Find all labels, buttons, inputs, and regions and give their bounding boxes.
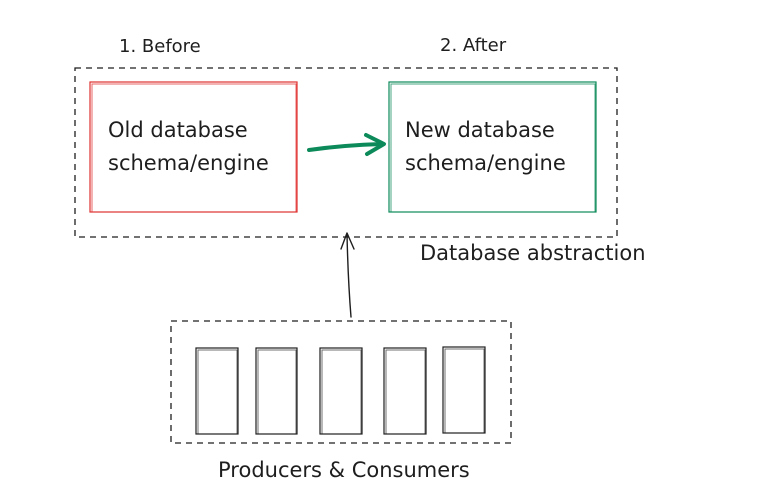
client-box [319,347,363,435]
old-database-line2: schema/engine [108,151,269,175]
client-box [195,347,239,435]
access-arrow [340,232,355,318]
new-database-box [388,81,597,213]
client-box [383,347,427,435]
client-box [442,346,486,434]
producers-consumers-boundary [170,320,512,444]
before-label: 1. Before [119,36,201,57]
database-abstraction-label: Database abstraction [420,241,646,265]
old-database-text: Old database schema/engine [108,114,269,180]
migration-arrow [307,133,386,156]
new-database-line2: schema/engine [405,151,566,175]
client-box [255,347,298,435]
new-database-line1: New database [405,118,555,142]
new-database-text: New database schema/engine [405,114,566,180]
after-label: 2. After [440,35,507,56]
old-database-line1: Old database [108,118,248,142]
producers-consumers-label: Producers & Consumers [218,458,470,482]
old-database-box [89,81,298,213]
